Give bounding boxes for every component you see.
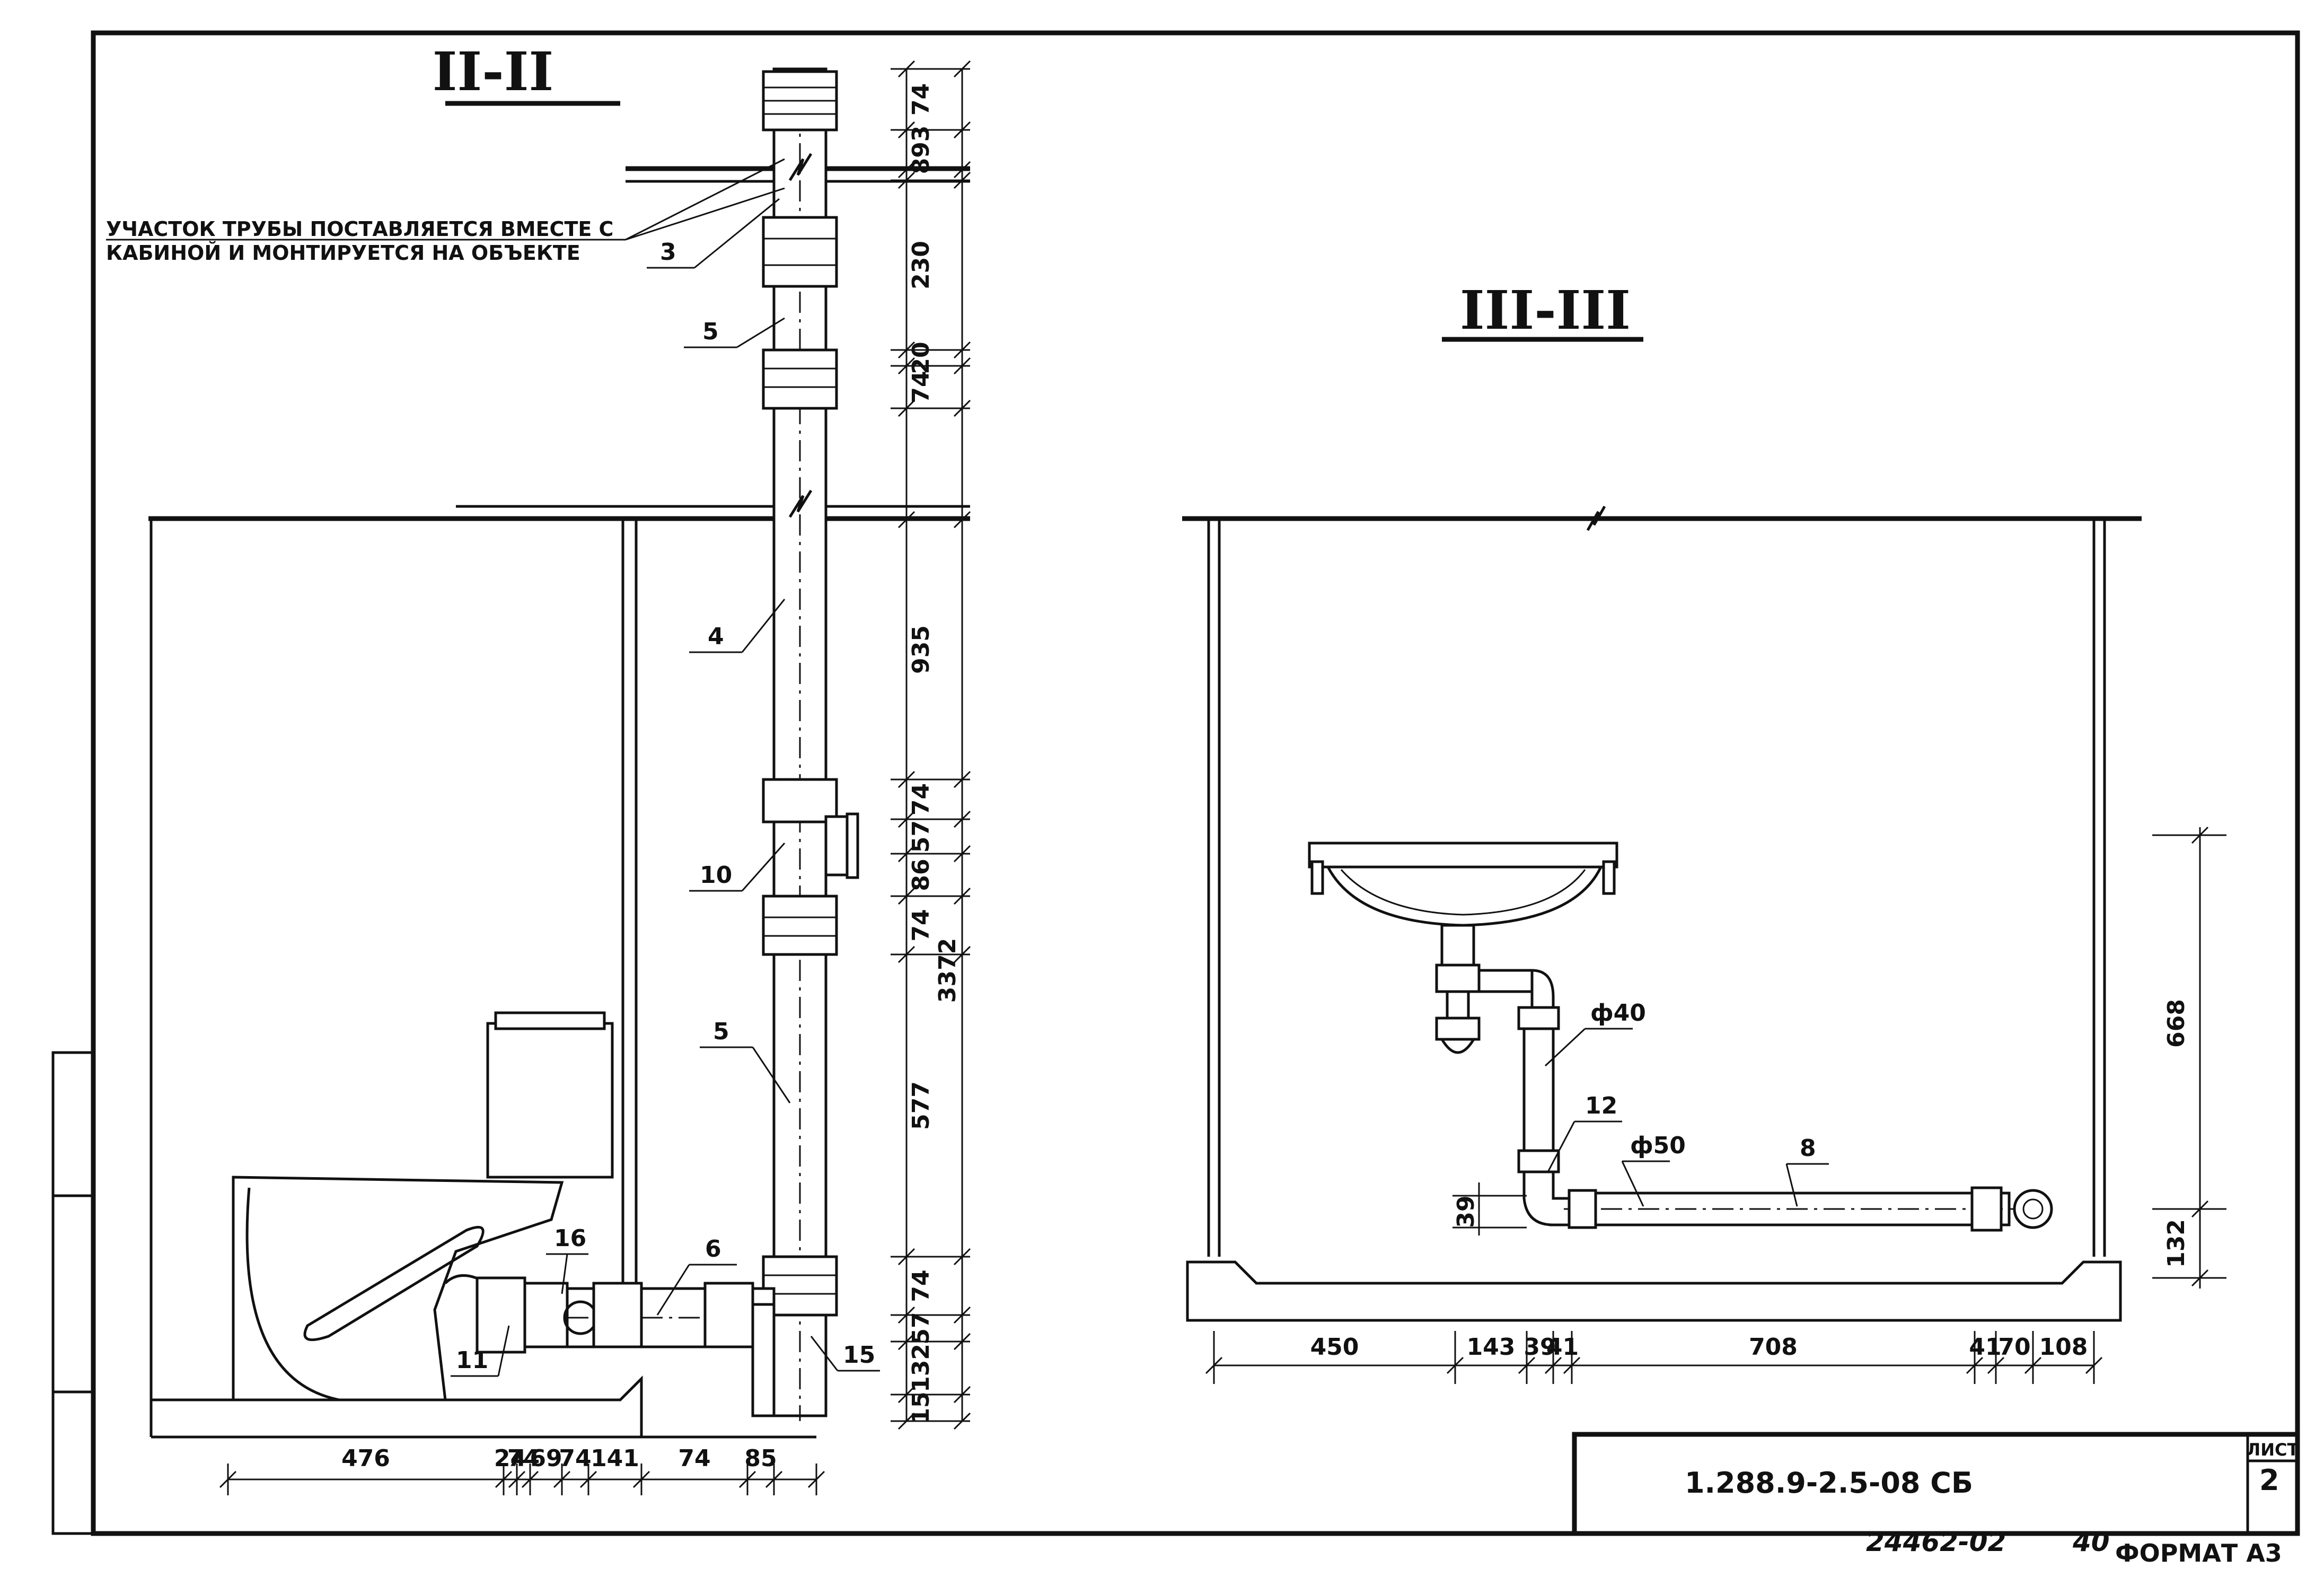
dim-left-v-5: 935 [908, 625, 935, 674]
dim-right-h-7: 108 [2039, 1334, 2088, 1361]
title-block: 1.288.9-2.5-08 СБ ЛИСТ 2 [1572, 1432, 2300, 1536]
dim-right-h-5: 41 [1969, 1334, 2001, 1361]
dim-left-h-2: 74 [507, 1445, 540, 1472]
sheet-frame [51, 30, 2300, 1536]
dim-39-vertical: 39 [1452, 1195, 1480, 1228]
dim-left-v-9: 74 [908, 909, 935, 941]
dim-left-v-1: 893 [908, 126, 935, 174]
drain-pipe-d40 [1517, 1006, 1571, 1226]
dim-left-h-3: 69 [530, 1445, 562, 1472]
dim-right-h-0: 450 [1310, 1334, 1359, 1361]
dim-left-v-2: 230 [908, 241, 935, 290]
label-5-bottom: 5 [713, 1018, 729, 1045]
label-8: 8 [1800, 1135, 1816, 1162]
sheet-number: 2 [2259, 1464, 2279, 1497]
dim-left-v-12: 57 [908, 1312, 935, 1344]
dim-right-h-2: 39 [1524, 1334, 1556, 1361]
note-line2: КАБИНОЙ И МОНТИРУЕТСЯ НА ОБЪЕКТЕ [106, 241, 580, 265]
label-d50: ф50 [1630, 1132, 1686, 1159]
dim-left-v-6: 74 [908, 783, 935, 816]
dim-left-h-6: 74 [678, 1445, 710, 1472]
section-left: II-II [106, 40, 971, 1495]
note-line1: УЧАСТОК ТРУБЫ ПОСТАВЛЯЕТСЯ ВМЕСТЕ С [106, 217, 613, 241]
dim-right-h-3: 41 [1546, 1334, 1579, 1361]
dim-right-h-1: 143 [1467, 1334, 1516, 1361]
label-4: 4 [708, 623, 724, 650]
dim-left-v-15: 3372 [934, 938, 961, 1003]
page-number: 40 [2072, 1527, 2110, 1557]
label-6: 6 [705, 1235, 721, 1263]
dim-right-h-6: 70 [1998, 1334, 2030, 1361]
dim-132-right: 132 [2163, 1219, 2190, 1268]
label-5-top: 5 [702, 318, 719, 345]
dim-left-v-14: 15 [908, 1391, 935, 1424]
dim-668: 668 [2163, 999, 2190, 1048]
label-16: 16 [554, 1225, 586, 1252]
dim-right-h-4: 708 [1749, 1334, 1798, 1361]
dim-left-h-5: 141 [591, 1445, 639, 1472]
archive-number: 24462-02 [1866, 1527, 2006, 1557]
dim-left-h-7: 85 [744, 1445, 777, 1472]
dim-left-h-4: 74 [559, 1445, 591, 1472]
dim-left-v-8: 86 [908, 858, 935, 891]
label-12: 12 [1585, 1092, 1617, 1119]
dim-left-h-1: 24 [494, 1445, 526, 1472]
dim-left-v-0: 74 [908, 83, 935, 116]
label-15: 15 [843, 1342, 875, 1369]
dim-left-v-4: 74 [908, 371, 935, 403]
sheet-label: ЛИСТ [2247, 1440, 2299, 1460]
paper-format: ФОРМАТ А3 [2115, 1539, 2282, 1567]
washbasin-fixture [1308, 842, 1618, 927]
toilet-fixture [232, 1011, 614, 1401]
drain-pipe-d50 [1564, 1186, 2053, 1232]
siphon [1435, 924, 1555, 1054]
label-d40: ф40 [1590, 1000, 1646, 1027]
label-10: 10 [700, 862, 732, 889]
section-right: III-III [1182, 279, 2226, 1384]
riser-pipe [762, 67, 859, 1421]
dim-left-v-13: 132 [908, 1344, 935, 1392]
right-vertical-dimensions: 668 132 39 [1452, 826, 2226, 1289]
section-right-title: III-III [1460, 279, 1631, 341]
label-3: 3 [660, 239, 676, 266]
section-left-title: II-II [433, 40, 554, 103]
dim-left-v-7: 57 [908, 820, 935, 853]
label-11: 11 [456, 1347, 488, 1374]
dim-left-v-10: 577 [908, 1081, 935, 1130]
dim-left-v-11: 74 [908, 1269, 935, 1302]
dim-left-v-3: 20 [908, 341, 935, 374]
dim-left-h-0: 476 [341, 1445, 390, 1472]
toilet-drain-line [476, 1276, 776, 1417]
document-code: 1.288.9-2.5-08 СБ [1685, 1466, 1973, 1500]
